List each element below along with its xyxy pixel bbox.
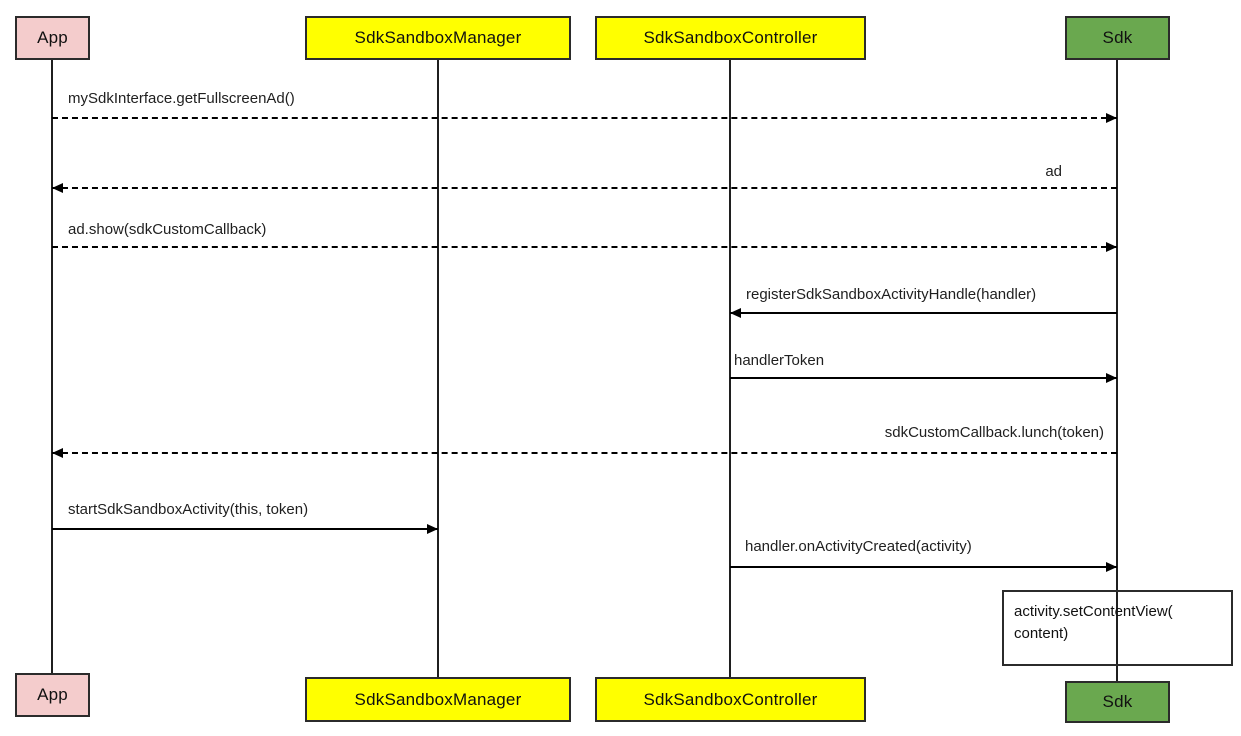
participant-sdk-bottom: Sdk — [1065, 681, 1170, 723]
message-line-dashed — [52, 452, 1117, 454]
message-label: ad.show(sdkCustomCallback) — [68, 221, 267, 238]
note-line-2: content) — [1014, 625, 1069, 642]
participant-sdksandboxcontroller-top: SdkSandboxController — [595, 16, 866, 60]
lifeline-sdksandboxmanager — [437, 60, 439, 677]
participant-label: App — [37, 28, 68, 47]
participant-app-top: App — [15, 16, 90, 60]
message-line-solid — [730, 377, 1117, 379]
lifeline-app — [51, 60, 53, 673]
arrowhead-right-icon — [1106, 113, 1117, 123]
arrowhead-right-icon — [1106, 242, 1117, 252]
message-line-solid — [52, 528, 438, 530]
note-line-1: activity.setContentView( — [1014, 603, 1173, 620]
lifeline-sdk — [1116, 60, 1118, 681]
arrowhead-right-icon — [1106, 562, 1117, 572]
message-label: startSdkSandboxActivity(this, token) — [68, 501, 309, 518]
participant-label: Sdk — [1102, 692, 1133, 711]
participant-sdk-top: Sdk — [1065, 16, 1170, 60]
message-line-dashed — [52, 187, 1117, 189]
message-label: ad — [1045, 163, 1062, 180]
participant-label: Sdk — [1102, 28, 1133, 47]
participant-label: App — [37, 685, 68, 704]
participant-sdksandboxmanager-top: SdkSandboxManager — [305, 16, 571, 60]
message-label: handler.onActivityCreated(activity) — [745, 538, 972, 555]
arrowhead-left-icon — [52, 448, 63, 458]
arrowhead-right-icon — [1106, 373, 1117, 383]
message-label: sdkCustomCallback.lunch(token) — [884, 424, 1104, 441]
message-label: mySdkInterface.getFullscreenAd() — [68, 90, 295, 107]
lifeline-sdksandboxcontroller — [729, 60, 731, 677]
participant-sdksandboxcontroller-bottom: SdkSandboxController — [595, 677, 866, 722]
participant-sdksandboxmanager-bottom: SdkSandboxManager — [305, 677, 571, 722]
participant-label: SdkSandboxController — [643, 689, 818, 709]
note-activity-setcontentview: activity.setContentView( content) — [1002, 590, 1233, 666]
message-line-dashed — [52, 117, 1117, 119]
message-line-solid — [730, 566, 1117, 568]
message-label: registerSdkSandboxActivityHandle(handler… — [746, 286, 1037, 303]
participant-label: SdkSandboxController — [643, 28, 818, 47]
participant-app-bottom: App — [15, 673, 90, 717]
arrowhead-left-icon — [730, 308, 741, 318]
arrowhead-right-icon — [427, 524, 438, 534]
message-line-solid — [730, 312, 1117, 314]
participant-label: SdkSandboxManager — [354, 28, 522, 47]
message-label: handlerToken — [734, 352, 825, 369]
participant-label: SdkSandboxManager — [354, 689, 522, 709]
arrowhead-left-icon — [52, 183, 63, 193]
message-line-dashed — [52, 246, 1117, 248]
